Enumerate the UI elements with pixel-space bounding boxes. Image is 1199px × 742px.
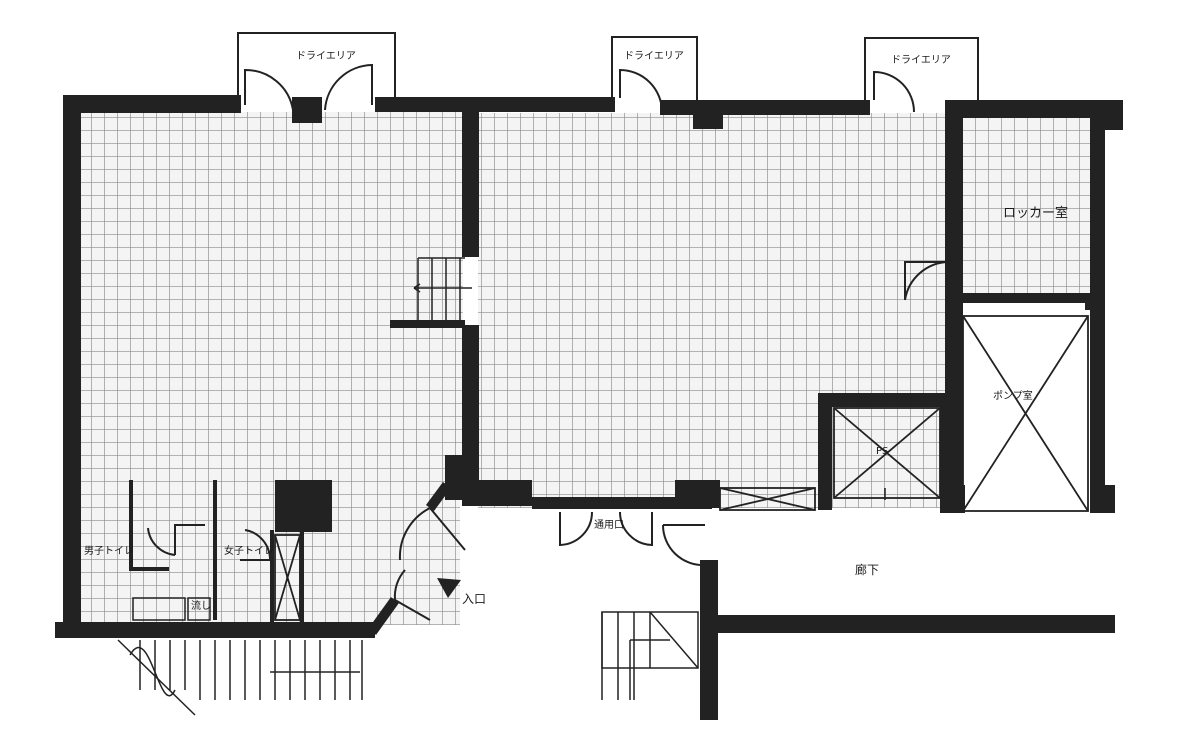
dry-area-outlines bbox=[237, 32, 979, 110]
back-door-label: 通用口 bbox=[594, 520, 624, 531]
ps-label: PS bbox=[876, 446, 889, 457]
womens-toilet-label: 女子トイレ bbox=[224, 546, 274, 557]
corridor-label: 廊下 bbox=[855, 563, 880, 577]
walls bbox=[55, 95, 1123, 720]
dry-area-label-2: ドライエリア bbox=[624, 51, 684, 62]
entrance-label: 入口 bbox=[462, 592, 487, 606]
corridor-stair bbox=[601, 611, 699, 700]
tiled-floor bbox=[80, 112, 1103, 625]
door-swings bbox=[147, 63, 950, 621]
entrance-arrow-icon bbox=[437, 578, 461, 598]
dry-area-label-3: ドライエリア bbox=[891, 55, 951, 66]
fixtures bbox=[132, 597, 211, 621]
sink-label: 流し bbox=[191, 601, 211, 612]
inner-stair bbox=[413, 257, 472, 322]
dry-area-label-1: ドライエリア bbox=[296, 51, 356, 62]
pump-room-label: ポンプ室 bbox=[993, 391, 1033, 402]
locker-room-label: ロッカー室 bbox=[1003, 206, 1069, 221]
mens-toilet-label: 男子トイレ bbox=[84, 546, 134, 557]
shaft-crosses bbox=[274, 315, 1089, 621]
exterior-stair bbox=[117, 639, 363, 716]
entrance-wall bbox=[367, 482, 452, 635]
